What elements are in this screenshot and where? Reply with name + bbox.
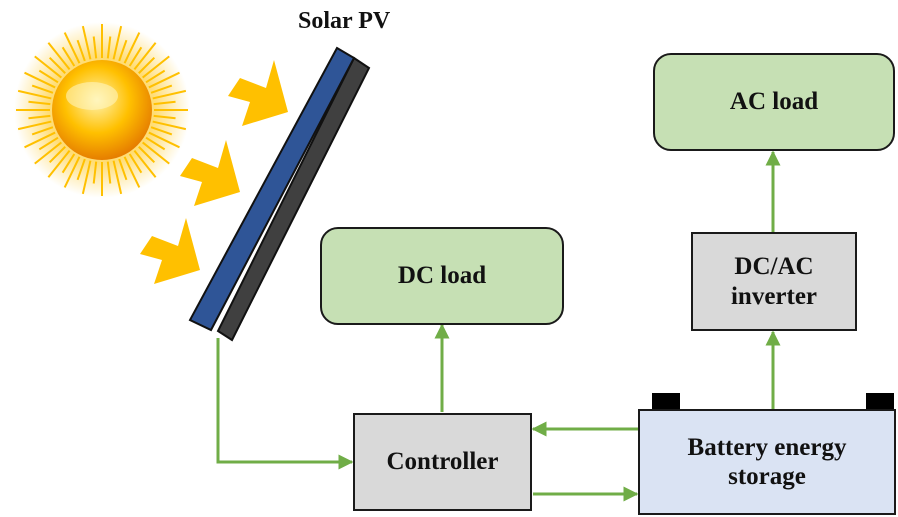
ac-load-label: AC load bbox=[729, 88, 819, 116]
sun-ray bbox=[38, 136, 59, 151]
inverter-box: DC/AC inverter bbox=[691, 232, 857, 331]
sun-ray bbox=[123, 32, 141, 64]
sun-ray bbox=[118, 39, 128, 62]
sun-ray bbox=[152, 89, 187, 100]
solar-pv-label: Solar PV bbox=[298, 8, 391, 34]
sun-ray bbox=[47, 150, 71, 178]
controller-box: Controller bbox=[353, 413, 532, 511]
dc-load-box: DC load bbox=[320, 227, 564, 325]
sun-ray bbox=[138, 146, 156, 164]
sun-ray bbox=[106, 161, 112, 184]
sun-icon bbox=[14, 22, 190, 198]
sun-ray bbox=[34, 141, 62, 165]
sun-ray bbox=[148, 131, 180, 149]
battery-storage-label: Battery energy storage bbox=[687, 433, 847, 491]
sun-ray bbox=[38, 69, 59, 84]
sun-ray bbox=[133, 150, 157, 178]
sunlight-arrow-icon bbox=[140, 60, 288, 284]
sun-ray bbox=[61, 46, 76, 67]
battery-storage-box: Battery energy storage bbox=[638, 409, 896, 515]
battery-terminal-icon bbox=[652, 393, 680, 409]
sun-ray bbox=[123, 156, 141, 188]
sun-ray bbox=[138, 56, 156, 74]
sun-ray bbox=[92, 36, 98, 59]
sun-ray bbox=[76, 158, 86, 181]
sun-ray bbox=[128, 153, 143, 174]
battery-terminal-icon bbox=[866, 393, 894, 409]
sun-ray bbox=[106, 36, 112, 59]
sun-ray bbox=[81, 25, 92, 60]
pv-to-controller-arrow bbox=[216, 338, 354, 470]
sun-ray bbox=[61, 153, 76, 174]
sun-ray bbox=[148, 71, 180, 89]
inverter-label: DC/AC inverter bbox=[730, 253, 818, 310]
sun-ray bbox=[63, 156, 81, 188]
sun-ray bbox=[28, 114, 51, 120]
sun-ray bbox=[150, 126, 173, 136]
sun-ray bbox=[63, 32, 81, 64]
sun-ray bbox=[142, 55, 170, 79]
sun-ray bbox=[17, 89, 52, 100]
sun-ray bbox=[153, 100, 176, 106]
sun-ray bbox=[34, 55, 62, 79]
sun-ray bbox=[118, 158, 128, 181]
sun-ray bbox=[142, 141, 170, 165]
sun-ray bbox=[153, 114, 176, 120]
sun-ray bbox=[92, 161, 98, 184]
sun-ray bbox=[145, 136, 166, 151]
sun-ray bbox=[152, 120, 187, 131]
sun-ray bbox=[17, 120, 52, 131]
sun-ray bbox=[47, 42, 71, 70]
sun-ray bbox=[145, 69, 166, 84]
controller-label: Controller bbox=[386, 448, 499, 476]
sun-ray bbox=[112, 25, 123, 60]
sun-ray bbox=[48, 56, 66, 74]
dc-load-label: DC load bbox=[397, 262, 487, 290]
sun-ray bbox=[31, 126, 54, 136]
sun-ray bbox=[112, 160, 123, 195]
ac-load-box: AC load bbox=[653, 53, 895, 151]
sun-ray bbox=[76, 39, 86, 62]
sun-ray bbox=[24, 71, 56, 89]
sun-ray bbox=[48, 146, 66, 164]
sun-ray bbox=[150, 84, 173, 94]
sun-ray bbox=[133, 42, 157, 70]
sun-ray bbox=[24, 131, 56, 149]
sun-ray bbox=[128, 46, 143, 67]
solar-panel-icon bbox=[188, 46, 371, 342]
sun-ray bbox=[81, 160, 92, 195]
sun-ray bbox=[31, 84, 54, 94]
sun-ray bbox=[28, 100, 51, 106]
